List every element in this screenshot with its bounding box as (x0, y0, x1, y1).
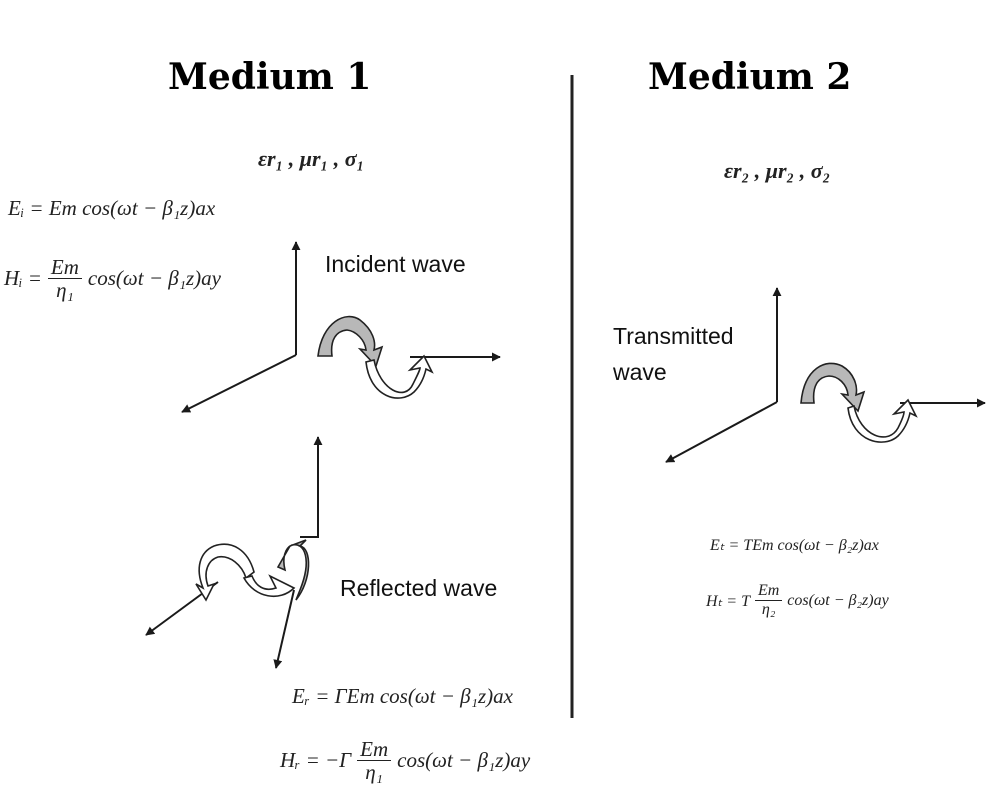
incident-h-equation: Hᵢ = Em η₁ cos(ωt − β₁z)ay (4, 255, 221, 302)
medium1-title: Medium 1 (168, 56, 372, 98)
transmitted-wave-label: Transmitted wave (613, 323, 734, 385)
reflected-wave-ribbon (195, 539, 310, 602)
reflected-wave-label: Reflected wave (340, 575, 498, 601)
incident-e-equation: Eᵢ = Em cos(ωt − β₁z)ax (8, 196, 216, 220)
incident-axis-left (181, 354, 297, 413)
medium1-params: εr₁ , μr₁ , σ₁ (258, 146, 365, 171)
transmitted-e-equation: Eₜ = TEm cos(ωt − β₂z)ax (710, 537, 879, 554)
reflected-h-equation: Hᵣ = −Γ Em η₁ cos(ωt − β₁z)ay (280, 737, 531, 784)
incident-wave-ribbon (317, 315, 434, 399)
incident-wave-label: Incident wave (325, 251, 466, 277)
transmitted-axes (665, 287, 986, 463)
reflected-axis-down (273, 589, 295, 669)
reflected-axis-up (300, 436, 323, 538)
reflected-e-equation: Eᵣ = ΓEm cos(ωt − β₁z)ax (292, 684, 513, 708)
transmitted-axis-left (665, 401, 778, 463)
transmitted-h-equation: Hₜ = T Em η₂ cos(ωt − β₂z)ay (706, 582, 889, 618)
medium2-params: εr₂ , μr₂ , σ₂ (724, 158, 831, 183)
transmitted-wave-ribbon (800, 362, 918, 443)
medium2-title: Medium 2 (648, 56, 852, 98)
